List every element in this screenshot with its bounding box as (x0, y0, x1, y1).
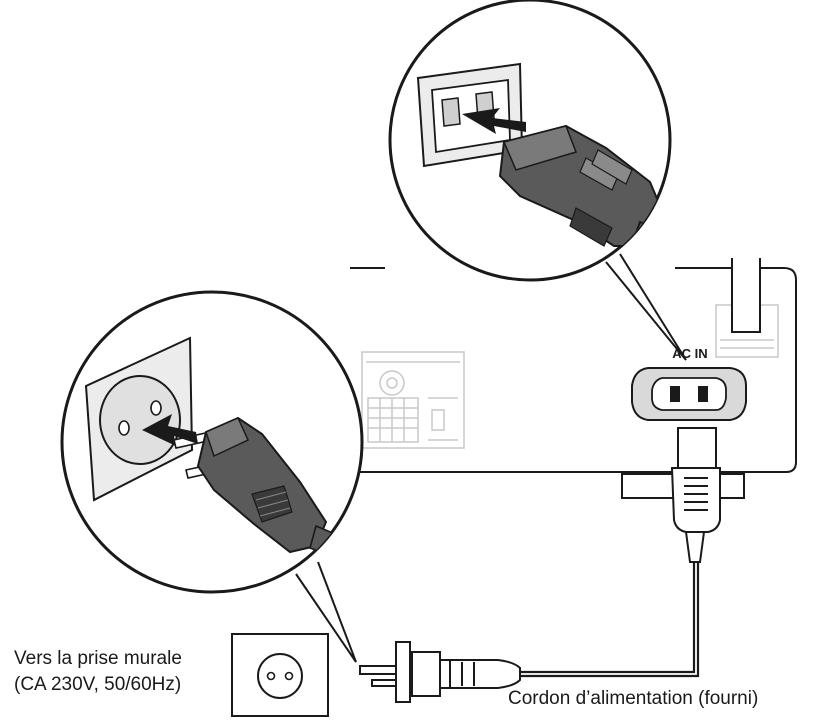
euro-plug-bottom (359, 641, 521, 703)
remote-control-panel (361, 351, 465, 449)
insert-arrow-icon (462, 108, 526, 134)
wall-outlet-caption: Vers la prise murale (CA 230V, 50/60Hz) (14, 646, 182, 698)
ac-in-label: AC IN (672, 346, 707, 361)
power-cord-caption: Cordon d’alimentation (fourni) (508, 688, 759, 709)
wall-outlet-caption-line1: Vers la prise murale (14, 648, 182, 669)
callout-wall (60, 290, 364, 663)
insert-arrow-icon-wall (142, 414, 198, 446)
iec-plug-icon (670, 427, 721, 563)
network-cable (731, 258, 761, 333)
wall-outlet-caption-line2: (CA 230V, 50/60Hz) (14, 674, 182, 695)
iec-inlet-icon (631, 367, 747, 421)
power-cord (520, 562, 700, 678)
wall-socket-icon (231, 633, 329, 717)
callout-inlet (388, 0, 687, 361)
